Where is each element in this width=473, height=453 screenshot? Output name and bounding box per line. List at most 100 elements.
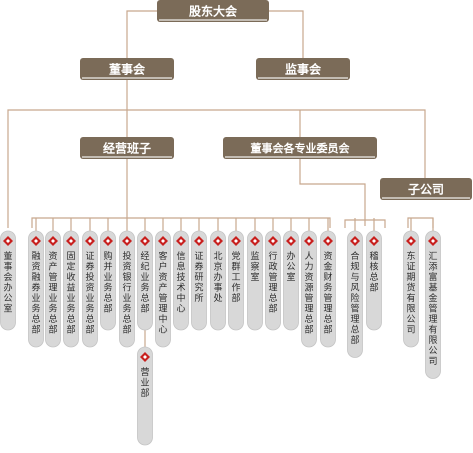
department-column-pill (28, 230, 44, 348)
company-logo-icon (158, 236, 168, 246)
department-column: 东证期货有限公司 (403, 230, 419, 348)
company-logo-icon (428, 236, 438, 246)
department-column: 经纪业务总部 (137, 230, 153, 331)
committees-box-label: 董事会各专业委员会 (251, 141, 351, 155)
department-column-label: 投资银行业务总部 (122, 250, 131, 336)
department-column: 信息技术中心 (173, 230, 189, 331)
department-column: 董事会办公室 (0, 230, 16, 331)
department-column: 行政管理总部 (265, 230, 281, 331)
department-column-label: 董事会办公室 (3, 250, 12, 315)
department-column-label: 客户资产管理中心 (158, 250, 167, 336)
company-logo-icon (323, 236, 333, 246)
shareholders-box: 股东大会 (157, 0, 269, 22)
company-logo-icon (286, 236, 296, 246)
committees-box: 董事会各专业委员会 (223, 137, 377, 159)
department-column-label: 党群工作部 (231, 250, 240, 304)
board-box: 董事会 (80, 58, 174, 80)
department-column: 党群工作部 (228, 230, 244, 331)
department-column-label: 监察室 (250, 250, 259, 283)
company-logo-icon (66, 236, 76, 246)
supervisors-box: 监事会 (256, 58, 350, 80)
subsidiaries-box-bg (380, 178, 472, 200)
board-box-underline (82, 77, 172, 79)
department-column-pill (63, 230, 79, 348)
department-column: 人力资源管理总部 (301, 230, 317, 348)
subsidiaries-box-label: 子公司 (408, 182, 444, 196)
department-column-label: 融资融券业务总部 (31, 251, 40, 336)
department-column: 客户资产管理中心 (155, 230, 171, 348)
department-column-label: 经纪业务总部 (140, 250, 149, 315)
department-column: 购并业务总部 (100, 230, 116, 331)
department-column: 资金财务管理总部 (320, 230, 336, 348)
department-column-label: 北京办事处 (213, 251, 222, 304)
company-logo-icon (406, 236, 416, 246)
department-column-pill (0, 230, 16, 331)
company-logo-icon (194, 236, 204, 246)
department-column-pill (82, 230, 98, 348)
management-box-label: 经营班子 (103, 140, 151, 155)
line-shareholders-board (126, 10, 157, 58)
department-column-pill (425, 230, 441, 379)
company-logo-icon (122, 236, 132, 246)
department-column: 融资融券业务总部 (28, 230, 44, 348)
department-column-pill (155, 230, 171, 348)
department-column: 投资银行业务总部 (119, 230, 135, 348)
department-column-label: 证券投资业务总部 (85, 251, 94, 336)
department-column-label: 办公室 (286, 250, 295, 283)
department-column: 汇添富基金管理有限公司 (425, 230, 441, 379)
company-logo-icon (3, 236, 13, 246)
company-logo-icon (304, 236, 314, 246)
department-column-label: 合规与风险管理总部 (350, 250, 359, 346)
department-column-pill (119, 230, 135, 348)
department-column-label: 东证期货有限公司 (406, 250, 415, 336)
company-logo-icon (140, 352, 150, 362)
subsidiaries-box-underline (382, 197, 470, 199)
department-column-label: 固定收益业务总部 (66, 251, 75, 336)
department-column-label: 汇添富基金管理有限公司 (428, 251, 437, 367)
management-box-bg (80, 137, 174, 159)
management-box-underline (82, 156, 172, 158)
department-column-label: 行政管理总部 (268, 250, 277, 315)
sub-department-column: 营业部 (137, 346, 153, 446)
department-column-pill (45, 230, 61, 348)
department-column-pill (191, 230, 207, 331)
line-shareholders-supervisors (269, 10, 304, 58)
department-column-label: 证券研究所 (194, 251, 203, 304)
department-column-pill (366, 230, 382, 331)
company-logo-icon (31, 236, 41, 246)
company-logo-icon (231, 236, 241, 246)
sub-department-column-pill (137, 346, 153, 446)
department-column-pill (228, 230, 244, 331)
department-column-pill (210, 230, 226, 331)
department-column: 证券投资业务总部 (82, 230, 98, 348)
department-column-pill (283, 230, 299, 331)
connector-lines (7, 10, 434, 347)
company-logo-icon (350, 236, 360, 246)
department-column-pill (347, 230, 363, 358)
company-logo-icon (250, 236, 260, 246)
department-column-pill (320, 230, 336, 348)
committees-box-bg (223, 137, 377, 159)
company-logo-icon (268, 236, 278, 246)
supervisors-box-bg (256, 58, 350, 80)
line-subsidiary-bus (407, 217, 434, 228)
department-column-pill (265, 230, 281, 331)
department-column-label: 资金财务管理总部 (323, 251, 332, 336)
company-logo-icon (213, 236, 223, 246)
department-column-label: 购并业务总部 (103, 250, 112, 315)
board-box-bg (80, 58, 174, 80)
department-column-pill (173, 230, 189, 331)
board-box-label: 董事会 (109, 61, 146, 76)
department-column-label: 资产管理业务总部 (48, 251, 57, 336)
department-column: 稽核总部 (366, 230, 382, 331)
company-logo-icon (140, 236, 150, 246)
department-column: 资产管理业务总部 (45, 230, 61, 348)
department-column-pill (247, 230, 263, 331)
shareholders-box-underline (159, 19, 267, 21)
department-column-label: 人力资源管理总部 (304, 251, 313, 336)
department-column-pill (137, 230, 153, 331)
department-column: 北京办事处 (210, 230, 226, 331)
